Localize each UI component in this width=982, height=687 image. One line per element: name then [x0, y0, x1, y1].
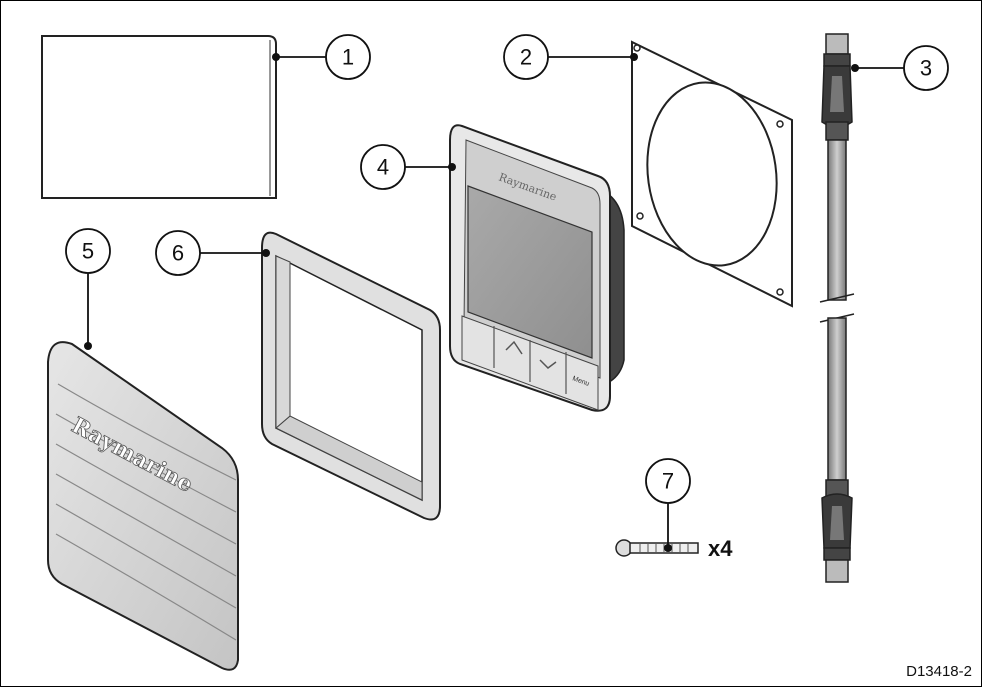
callout-1-label: 1: [342, 45, 354, 70]
callout-3-label: 3: [920, 56, 932, 81]
part-1-document: [41, 35, 277, 199]
leader-dots: [84, 53, 859, 552]
reference-code: D13418-2: [906, 663, 972, 680]
part-4-display-unit: Raymarine Menu: [449, 124, 625, 412]
callout-7: 7: [645, 458, 691, 504]
part-2-gasket: [631, 40, 793, 308]
callout-2: 2: [503, 34, 549, 80]
part-3-cable: [819, 33, 855, 583]
callout-3: 3: [903, 45, 949, 91]
part-7-screw: [615, 539, 699, 557]
callout-4-label: 4: [377, 155, 389, 180]
callout-2-label: 2: [520, 45, 532, 70]
callout-6: 6: [155, 230, 201, 276]
callout-5-label: 5: [82, 239, 94, 264]
callout-6-label: 6: [172, 241, 184, 266]
screw-quantity-label: x4: [708, 536, 733, 561]
part-5-sun-cover: Raymarine: [47, 341, 239, 671]
callout-4: 4: [360, 144, 406, 190]
callout-1: 1: [325, 34, 371, 80]
part-6-trim-bezel: [261, 231, 441, 521]
callout-5: 5: [65, 228, 111, 274]
leader-lines: [87, 56, 904, 548]
callout-7-label: 7: [662, 469, 674, 494]
